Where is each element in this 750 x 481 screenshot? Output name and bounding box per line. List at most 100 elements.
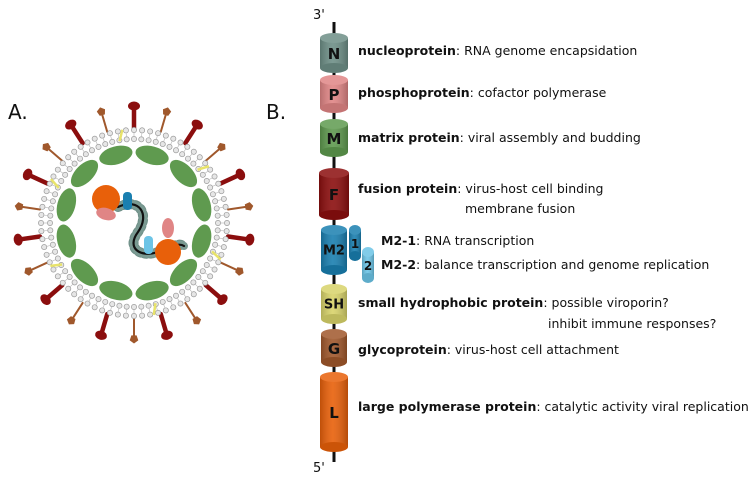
fusion-spike	[70, 125, 85, 146]
label-phosphoprotein: phosphoprotein: cofactor polymerase	[358, 85, 607, 100]
glyco-head	[244, 202, 254, 211]
gene-l-top	[320, 372, 348, 382]
glyco-spike	[71, 301, 84, 320]
glyco-spike	[159, 113, 167, 133]
gene-l-top-light	[320, 372, 348, 382]
glyco-head	[14, 202, 24, 211]
matrix-layer	[56, 145, 212, 301]
glyco-head	[42, 142, 51, 152]
sh-protein	[50, 263, 63, 268]
gene-l-shade	[320, 377, 348, 447]
fusion-head	[161, 330, 173, 340]
gene-m-top	[320, 119, 348, 129]
gene-n	[320, 33, 348, 73]
glyco-head	[163, 107, 172, 116]
sh-protein	[118, 129, 124, 142]
gene-g-top	[321, 329, 347, 339]
gene-m-bottom-shade	[320, 147, 348, 157]
surface-glycoproteins	[13, 101, 255, 344]
glyco-spike	[184, 301, 197, 320]
sh-protein	[49, 178, 60, 189]
label-glycoprotein: glycoprotein: virus-host cell attachment	[358, 342, 619, 357]
gene-letter-n: N	[328, 45, 341, 63]
gene-letter-sh: SH	[324, 298, 344, 313]
fusion-spike	[99, 311, 110, 334]
panel-a-label: A.	[8, 100, 28, 124]
label-small-hydrophobic-line2: inhibit immune responses?	[548, 316, 717, 331]
glyco-spike	[227, 205, 247, 211]
gene-sh-top	[321, 284, 347, 294]
matrix-protein	[135, 280, 169, 301]
gene-f-bottom-shade	[319, 210, 349, 220]
gene-p-bottom	[320, 103, 348, 113]
label-matrix-protein: matrix protein: viral assembly and buddi…	[358, 130, 641, 145]
gene-letter-p: P	[329, 86, 340, 104]
glyco-spike	[21, 205, 41, 211]
fusion-head	[40, 294, 51, 306]
gene-m2-2	[362, 247, 374, 283]
gene-sh-bottom	[321, 314, 347, 324]
matrix-protein	[169, 159, 198, 188]
gene-m2-2-top	[362, 247, 374, 257]
gene-m2-bottom-shade	[321, 265, 347, 275]
glyco-head	[96, 107, 105, 116]
label-fusion-protein: fusion protein: virus-host cell binding	[358, 181, 604, 196]
gene-g-bottom	[321, 357, 347, 367]
fusion-head	[95, 330, 107, 340]
glyco-spike	[47, 148, 64, 162]
matrix-protein	[191, 188, 212, 222]
gene-letter-m2: M2	[323, 244, 345, 259]
gene-letter-l: L	[329, 404, 339, 422]
gene-m	[320, 119, 348, 157]
gene-letter-f: F	[329, 186, 339, 204]
gene-l-bottom-shade	[320, 442, 348, 452]
gene-p	[320, 75, 348, 113]
fusion-spike	[225, 234, 249, 242]
fusion-spike	[19, 234, 43, 242]
sh-protein	[197, 165, 210, 171]
gene-letter-g: G	[328, 340, 340, 358]
matrix-protein	[99, 280, 133, 301]
sh-protein	[152, 302, 157, 316]
glyco-head	[192, 316, 202, 325]
gene-m2-1-number: 1	[351, 237, 359, 251]
gene-m2-2-bottom-shade	[362, 273, 374, 283]
gene-m2-shade	[321, 230, 347, 270]
gene-m2-2-top-light	[362, 247, 374, 257]
five-prime-label: 5'	[313, 461, 325, 476]
gene-m2-2-bottom	[362, 273, 374, 283]
gene-n-bottom-shade	[320, 63, 348, 73]
gene-sh-bottom-shade	[321, 314, 347, 324]
gene-n-top-light	[320, 33, 348, 43]
fusion-head	[65, 119, 77, 130]
fusion-spike	[158, 311, 169, 334]
label-small-hydrophobic: small hydrophobic protein: possible viro…	[358, 295, 669, 310]
gene-sh	[321, 284, 347, 324]
glyco-head	[217, 142, 226, 152]
glyco-head	[129, 335, 139, 344]
fusion-spike	[218, 173, 240, 186]
gene-sh-top-light	[321, 284, 347, 294]
gene-n-bottom	[320, 63, 348, 73]
matrix-protein	[135, 145, 169, 166]
lipid-bilayer	[38, 127, 230, 319]
gene-g-bottom-shade	[321, 357, 347, 367]
gene-m2-1	[349, 225, 361, 261]
gene-f	[319, 168, 349, 220]
gene-g	[321, 329, 347, 367]
gene-m2	[321, 225, 347, 275]
gene-l	[320, 372, 348, 452]
fusion-head	[128, 101, 140, 111]
fusion-spike	[28, 173, 50, 186]
gene-m-bottom	[320, 147, 348, 157]
glyco-head	[24, 267, 33, 276]
label-m2-1: M2-1: RNA transcription	[381, 233, 535, 248]
fusion-head	[245, 233, 255, 246]
gene-m2-1-top	[349, 225, 361, 235]
matrix-protein	[191, 224, 212, 258]
sh-protein	[211, 250, 222, 261]
gene-m2-1-bottom	[349, 251, 361, 261]
gene-m2-top-light	[321, 225, 347, 235]
